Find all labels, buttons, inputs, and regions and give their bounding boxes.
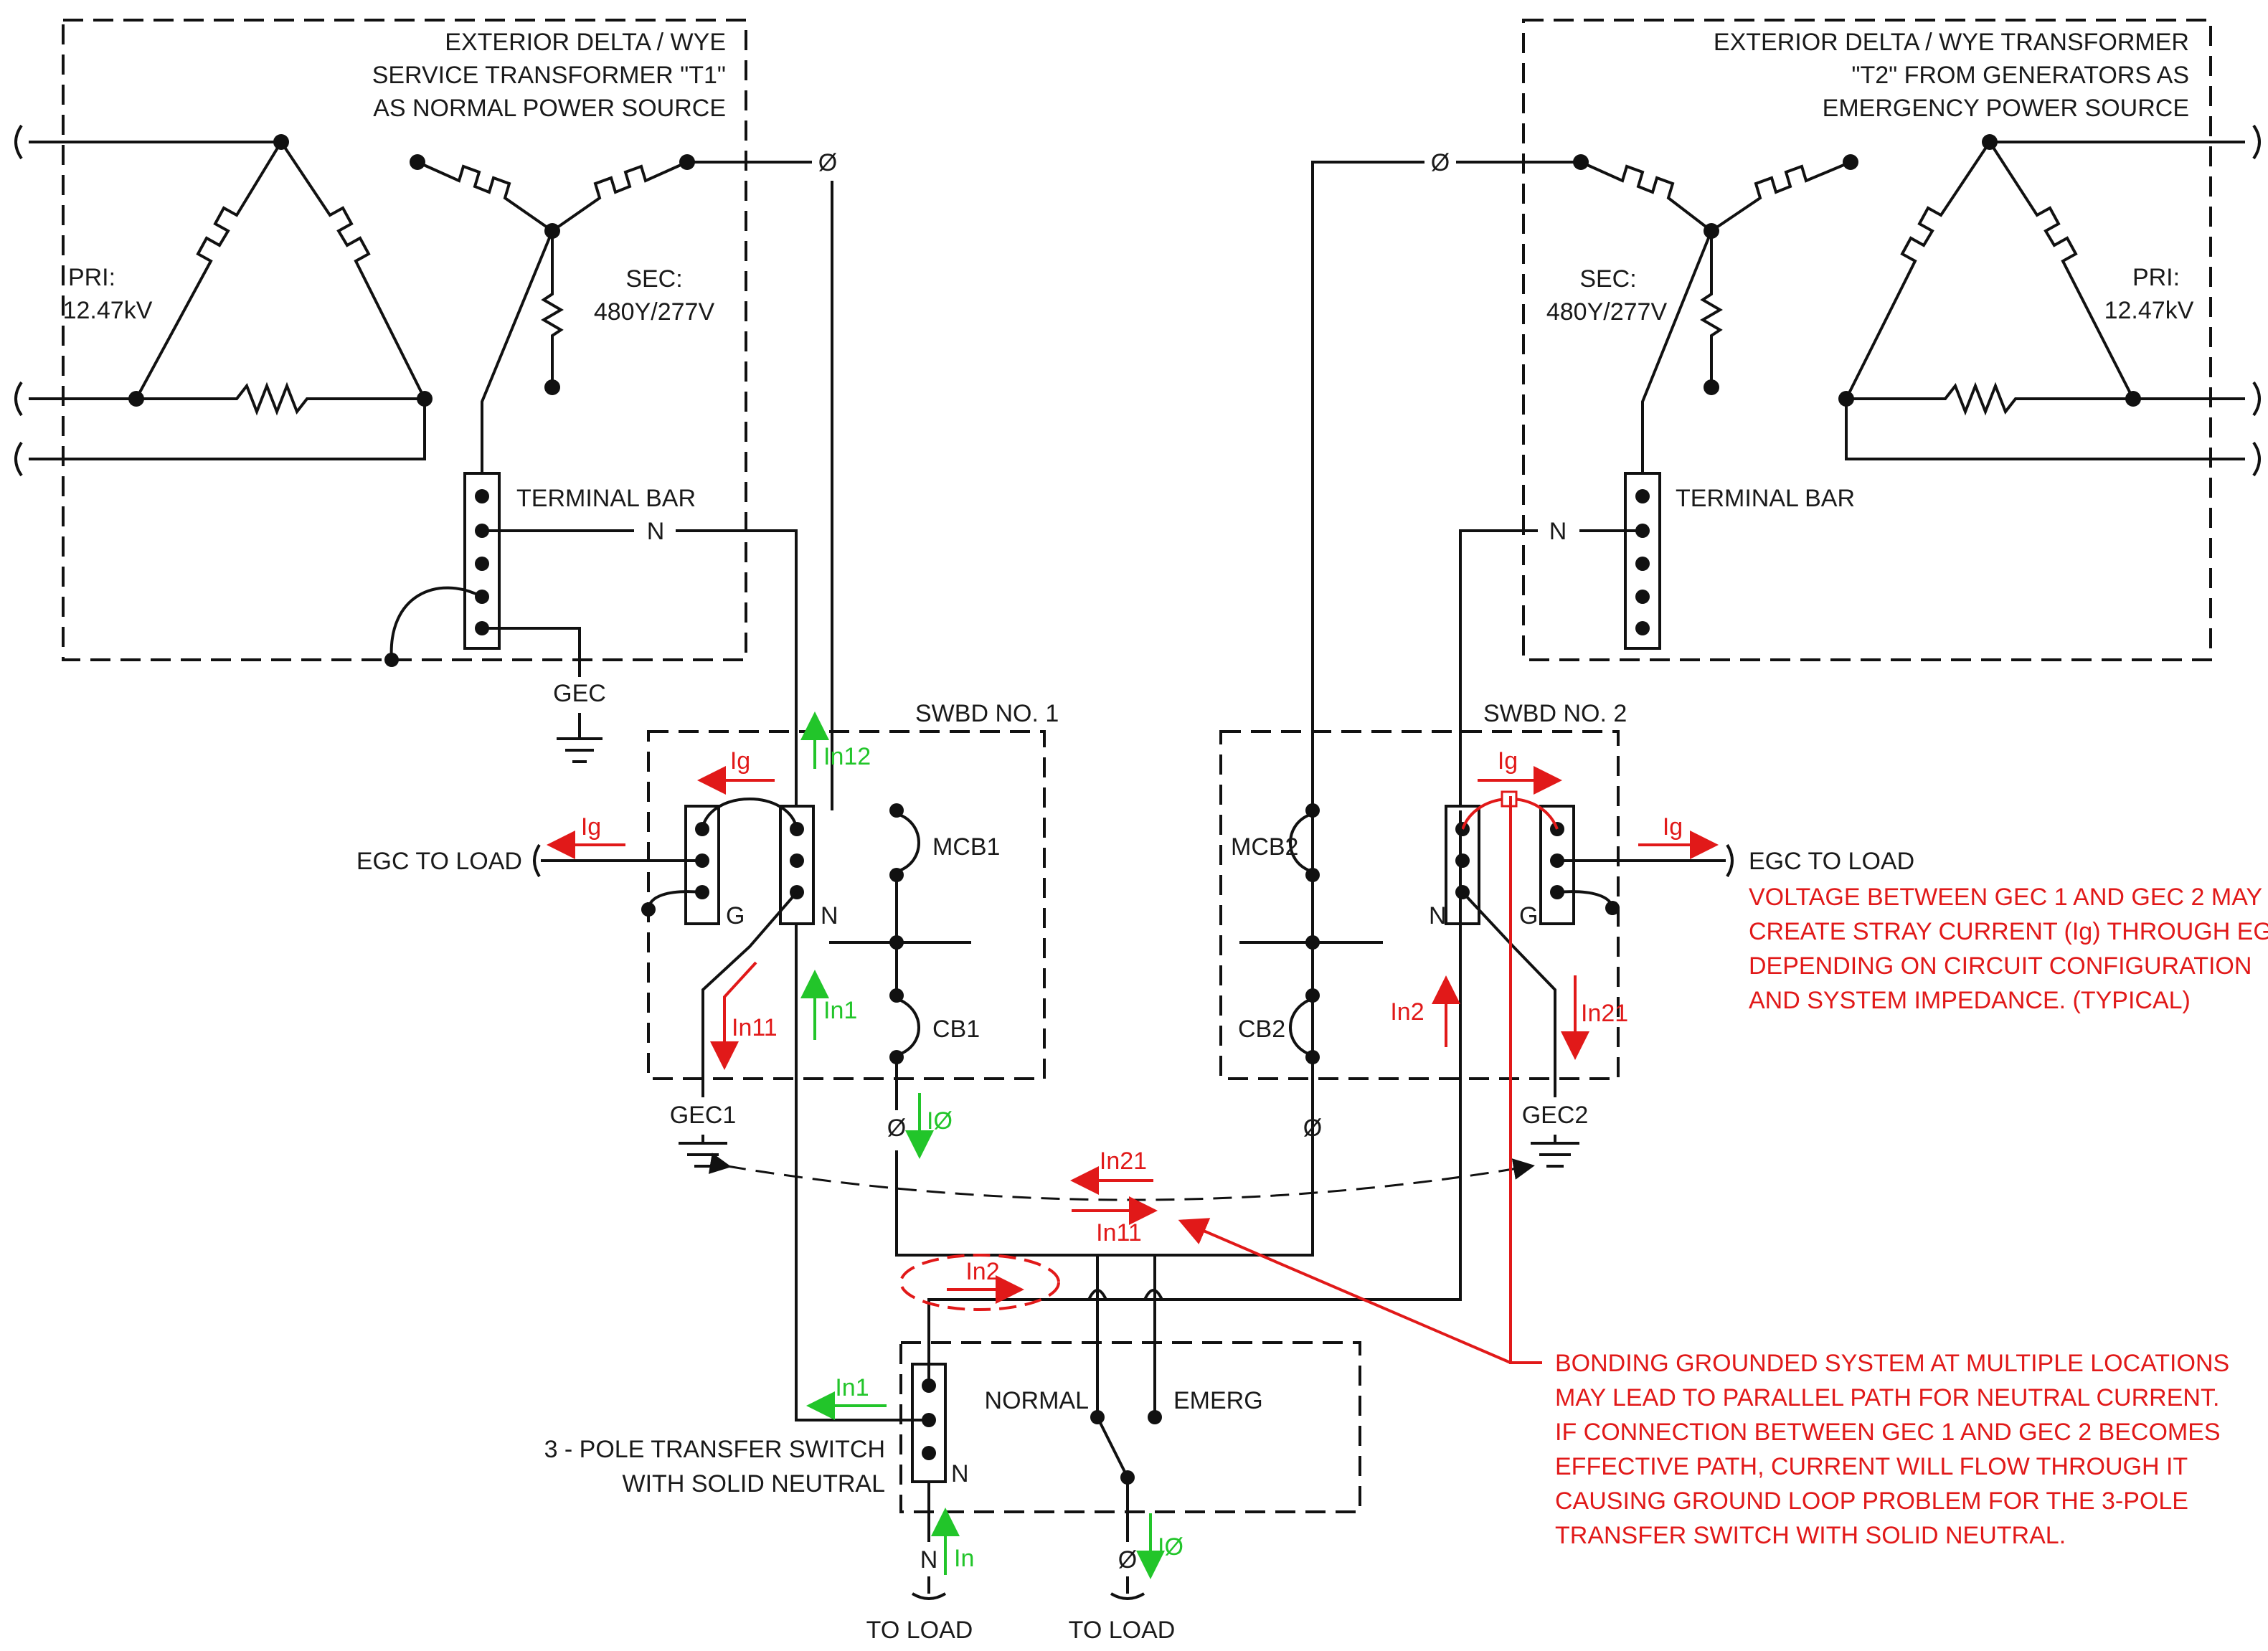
swbd-2-cb-label: CB2 [1238, 1016, 1285, 1043]
ats-label-2: WITH SOLID NEUTRAL [623, 1470, 885, 1498]
voltage-note-line-1: VOLTAGE BETWEEN GEC 1 AND GEC 2 MAY [1749, 884, 2262, 911]
t1-terminal-bar-label: TERMINAL BAR [516, 485, 696, 512]
loop-in21: In21 [1100, 1148, 1147, 1175]
t1-neutral-label: N [647, 518, 665, 545]
ats-emerg-label: EMERG [1173, 1387, 1263, 1414]
swbd-1-phase-label: Ø [887, 1115, 906, 1142]
swbd-2-g-label: G [1519, 902, 1538, 929]
t2-sec-value: 480Y/277V [1546, 298, 1668, 326]
bonding-note-line-1: BONDING GROUNDED SYSTEM AT MULTIPLE LOCA… [1555, 1350, 2229, 1377]
bonding-note-line-4: EFFECTIVE PATH, CURRENT WILL FLOW THROUG… [1555, 1453, 2188, 1480]
swbd-2-enclosure [1219, 730, 1620, 1080]
swbd-1-title: SWBD NO. 1 [915, 700, 1059, 727]
t1-sec-label: SEC: [625, 265, 682, 293]
voltage-note: VOLTAGE BETWEEN GEC 1 AND GEC 2 MAY CREA… [1749, 884, 2268, 1014]
transfer-switch: 3 - POLE TRANSFER SWITCH WITH SOLID NEUT… [544, 1254, 1361, 1644]
ats-phase-out-label: Ø [1118, 1546, 1137, 1574]
t2-terminal-bar-label: TERMINAL BAR [1676, 485, 1855, 512]
swbd-2-title: SWBD NO. 2 [1483, 700, 1627, 727]
t2-title-3: EMERGENCY POWER SOURCE [1823, 95, 2189, 122]
swbd-1-egc-label: EGC TO LOAD [356, 848, 522, 875]
ats-enclosure [899, 1341, 1361, 1513]
swbd-1-g-label: G [726, 902, 745, 929]
t1-title-1: EXTERIOR DELTA / WYE [445, 29, 726, 56]
voltage-note-line-3: DEPENDING ON CIRCUIT CONFIGURATION [1749, 952, 2252, 980]
t1-gec-label: GEC [553, 680, 606, 707]
swbd-2-ig-top: Ig [1498, 747, 1518, 775]
swbd-1-in12: In12 [823, 743, 871, 770]
bonding-note-line-5: CAUSING GROUND LOOP PROBLEM FOR THE 3-PO… [1555, 1487, 2188, 1515]
bonding-note-line-3: IF CONNECTION BETWEEN GEC 1 AND GEC 2 BE… [1555, 1419, 2221, 1446]
voltage-note-line-2: CREATE STRAY CURRENT (Ig) THROUGH EGC [1749, 918, 2268, 945]
swbd-1-mcb-label: MCB1 [932, 833, 1000, 861]
ats-normal-label: NORMAL [985, 1387, 1089, 1414]
swbd-2-egc-label: EGC TO LOAD [1749, 848, 1914, 875]
swbd-2-phase-label: Ø [1303, 1115, 1322, 1142]
swbd-1-gec-label: GEC1 [670, 1102, 737, 1129]
t1-transformer: EXTERIOR DELTA / WYE SERVICE TRANSFORMER… [14, 19, 844, 1281]
loop-in11: In11 [1096, 1219, 1142, 1246]
swbd-1-breakers: MCB1 CB1 Ø [829, 803, 1314, 1257]
t2-pri-label: PRI: [2132, 264, 2180, 291]
swbd-1-in1: In1 [823, 997, 857, 1024]
t1-title-3: AS NORMAL POWER SOURCE [373, 95, 726, 122]
ats-n-out-label: N [920, 1546, 938, 1574]
ats-iphase: IØ [1158, 1533, 1183, 1561]
swbd-2-n-label: N [1429, 902, 1447, 929]
swbd-1: SWBD NO. 1 G N EGC TO LOAD GEC1 MCB1 CB1… [356, 700, 1314, 1257]
t1-terminal-bar: TERMINAL BAR N GEC [384, 472, 798, 1281]
swbd-1-iphase: IØ [927, 1107, 953, 1135]
swbd-1-ig-egc: Ig [581, 813, 601, 841]
ats-in1: In1 [835, 1374, 869, 1401]
ats-to-load-left: TO LOAD [866, 1617, 973, 1644]
loop-in2: In2 [965, 1258, 999, 1285]
ats-to-load-right: TO LOAD [1069, 1617, 1176, 1644]
t1-enclosure [62, 19, 747, 661]
bonding-note-line-2: MAY LEAD TO PARALLEL PATH FOR NEUTRAL CU… [1555, 1384, 2219, 1411]
ground-loop: In21 In11 [708, 1148, 1535, 1246]
swbd-1-cb-label: CB1 [932, 1016, 980, 1043]
t1-pri-label: PRI: [68, 264, 115, 291]
t1-primary-delta: PRI: 12.47kV [14, 124, 433, 477]
t1-sec-value: 480Y/277V [594, 298, 715, 326]
bonding-note-line-6: TRANSFER SWITCH WITH SOLID NEUTRAL. [1555, 1522, 2066, 1549]
t1-pri-value: 12.47kV [63, 297, 153, 324]
t2-secondary-wye: Ø SEC: 480Y/277V [1311, 143, 1858, 810]
t1-title-2: SERVICE TRANSFORMER "T1" [372, 62, 726, 89]
t2-phase-label: Ø [1431, 149, 1450, 176]
voltage-note-line-4: AND SYSTEM IMPEDANCE. (TYPICAL) [1749, 987, 2191, 1014]
t1-phase-label: Ø [818, 149, 837, 176]
swbd-2-gec-label: GEC2 [1522, 1102, 1589, 1129]
swbd-1-in11: In11 [732, 1014, 778, 1041]
swbd-1-ig-top: Ig [730, 747, 750, 775]
t2-terminal-bar: TERMINAL BAR N [1459, 472, 1855, 810]
t2-primary-delta: PRI: 12.47kV [1838, 124, 2261, 477]
swbd-1-n-label: N [821, 902, 838, 929]
t2-transformer: EXTERIOR DELTA / WYE TRANSFORMER "T2" FR… [1311, 19, 2261, 810]
swbd-2-breakers: MCB2 CB2 Ø [1231, 803, 1383, 1142]
t2-sec-label: SEC: [1579, 265, 1636, 293]
bonding-note: BONDING GROUNDED SYSTEM AT MULTIPLE LOCA… [1178, 796, 2229, 1549]
swbd-2-ig-egc: Ig [1663, 813, 1683, 841]
t2-enclosure [1522, 19, 2212, 661]
swbd-2-in2: In2 [1390, 998, 1424, 1026]
swbd-2-in21: In21 [1581, 1000, 1628, 1027]
t2-title-2: "T2" FROM GENERATORS AS [1851, 62, 2189, 89]
swbd-2: SWBD NO. 2 N G EGC TO LOAD GEC2 MCB2 CB2… [1163, 700, 1914, 1301]
swbd-2-mcb-label: MCB2 [1231, 833, 1298, 861]
t2-title-1: EXTERIOR DELTA / WYE TRANSFORMER [1714, 29, 2189, 56]
ats-in: In [954, 1545, 974, 1572]
ats-n-label: N [951, 1460, 969, 1487]
ats-label-1: 3 - POLE TRANSFER SWITCH [544, 1436, 885, 1463]
t1-secondary-wye: Ø SEC: 480Y/277V [410, 143, 844, 810]
t2-pri-value: 12.47kV [2104, 297, 2194, 324]
t2-neutral-label: N [1549, 518, 1567, 545]
